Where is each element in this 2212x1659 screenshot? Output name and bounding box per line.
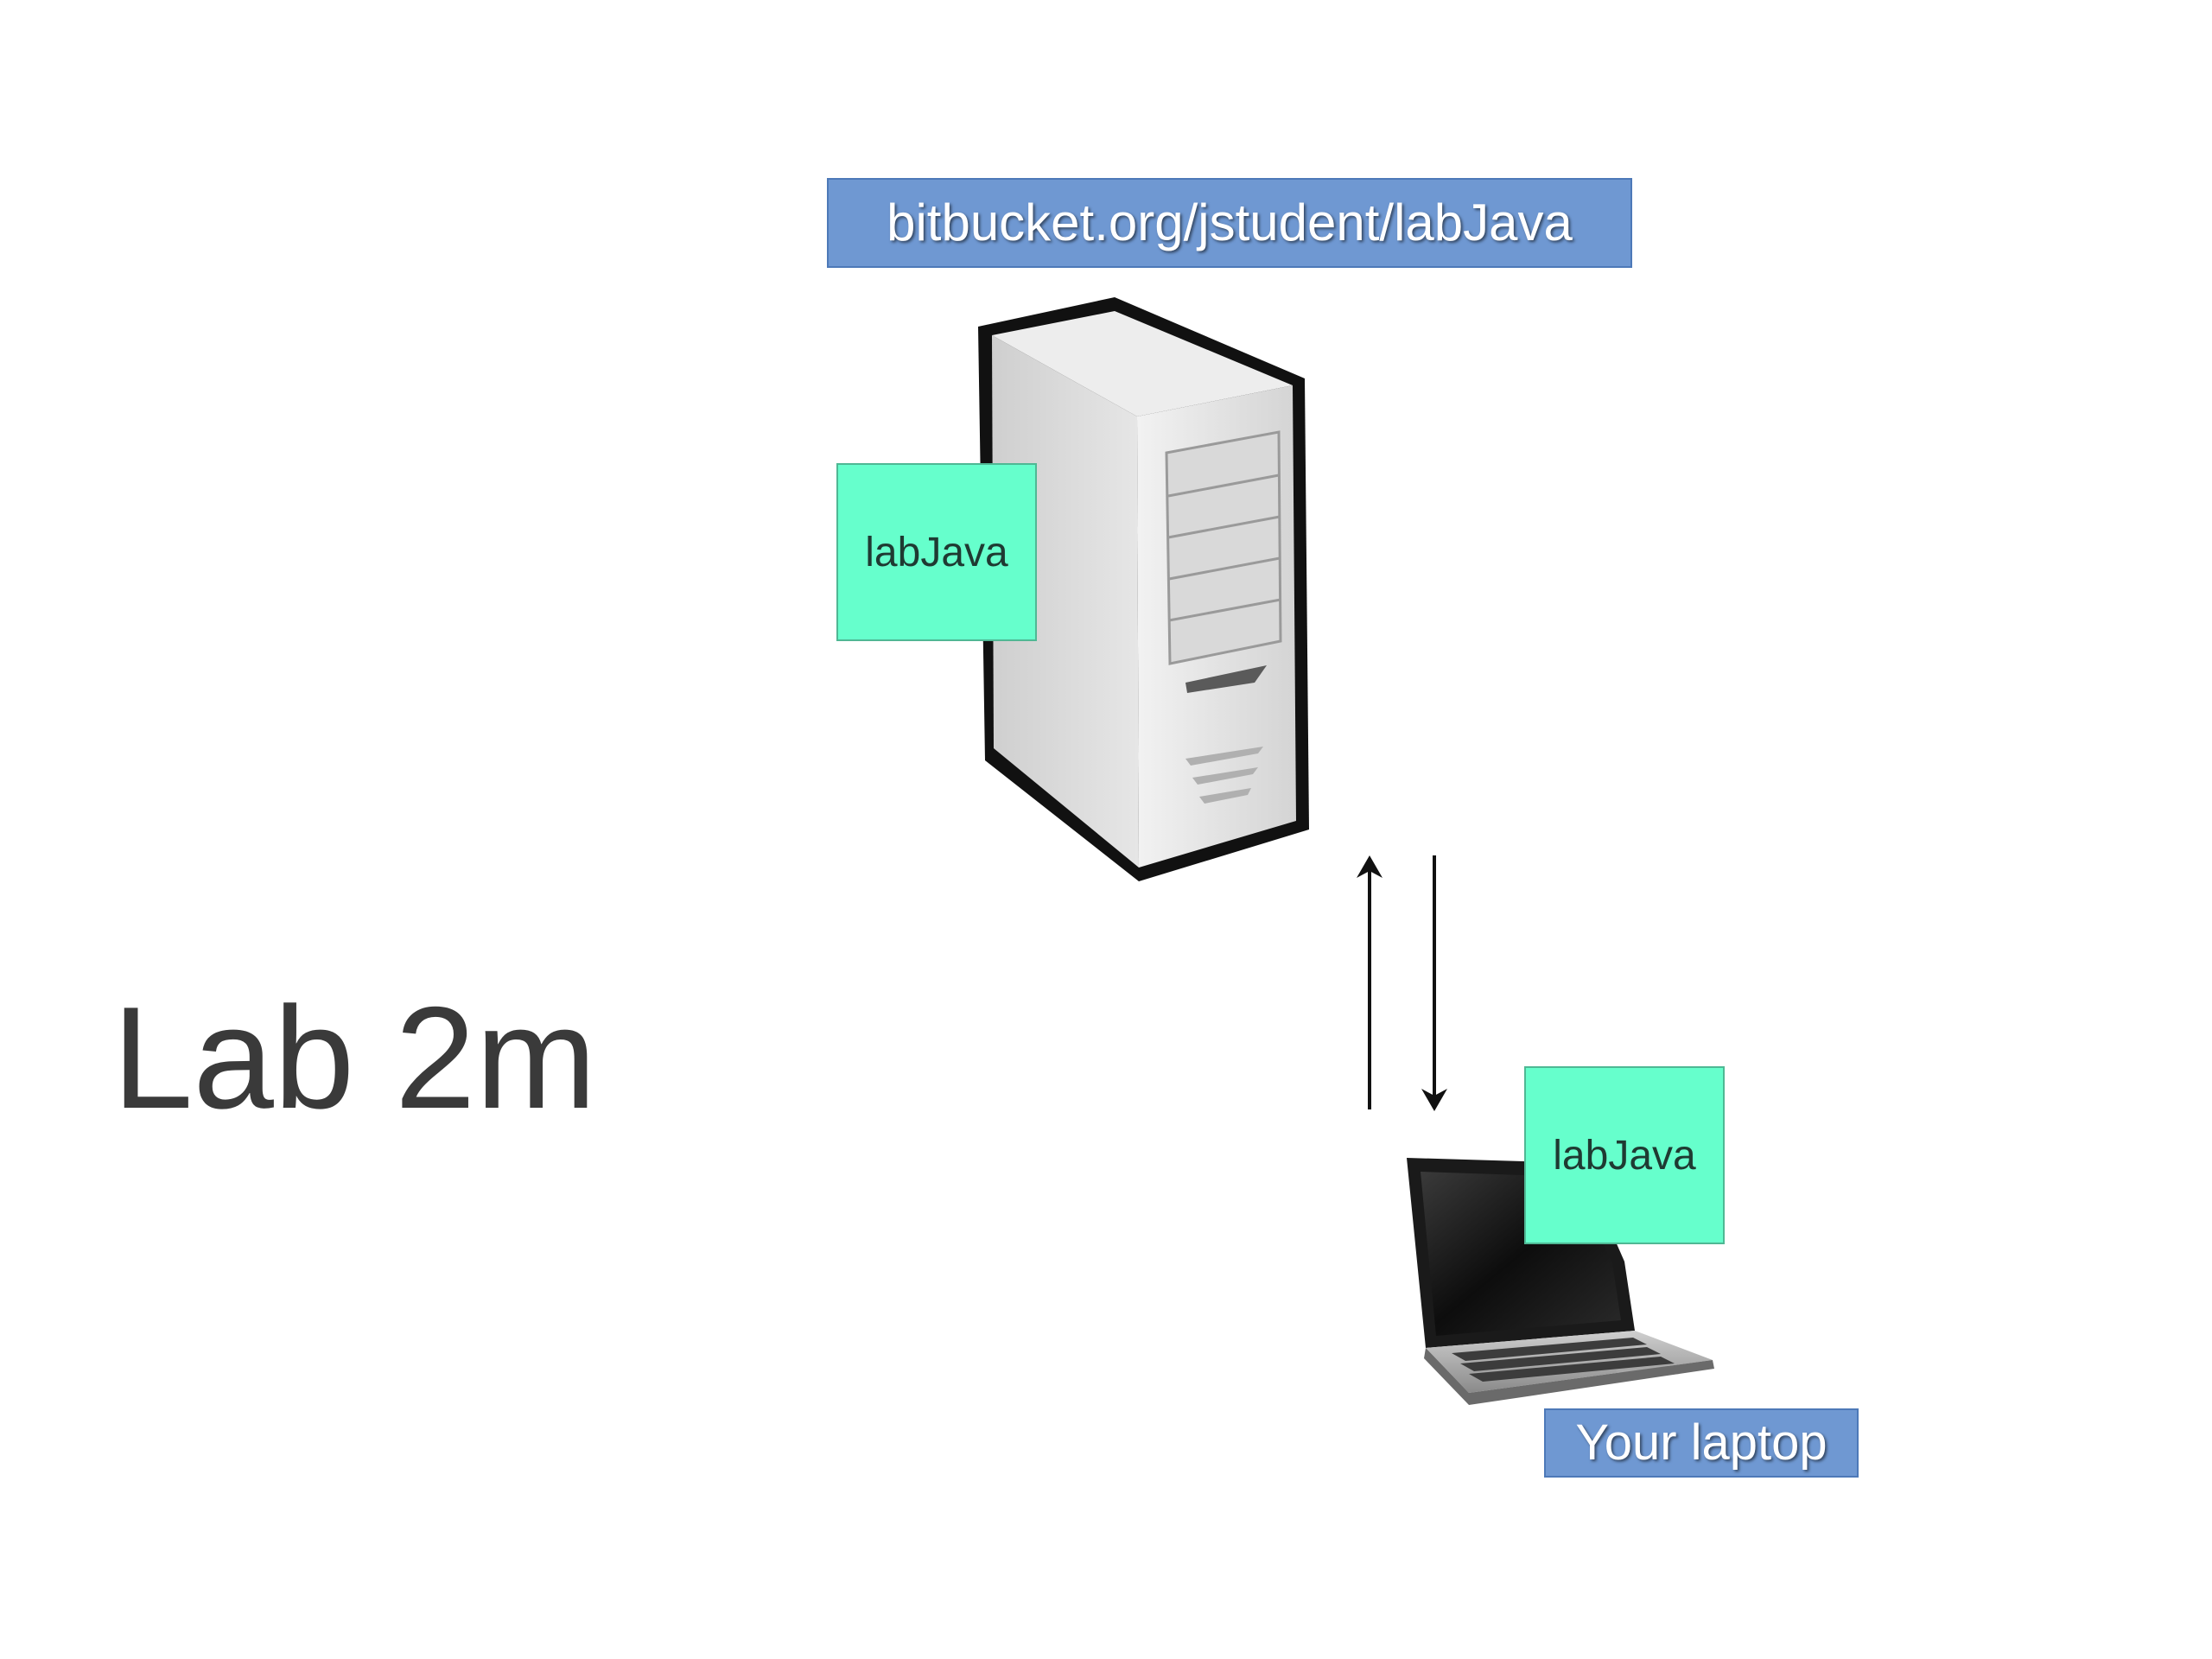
arrow-down-icon [1421,855,1447,1111]
remote-repo-url-label: bitbucket.org/jstudent/labJava [827,178,1632,268]
server-repo-box: labJava [836,463,1037,641]
server-repo-label: labJava [865,529,1008,575]
laptop-caption: Your laptop [1544,1408,1859,1478]
laptop-repo-box: labJava [1524,1066,1725,1244]
laptop-repo-label: labJava [1553,1132,1696,1179]
arrow-up-icon [1357,855,1382,1109]
slide-title: Lab 2m [112,976,597,1139]
